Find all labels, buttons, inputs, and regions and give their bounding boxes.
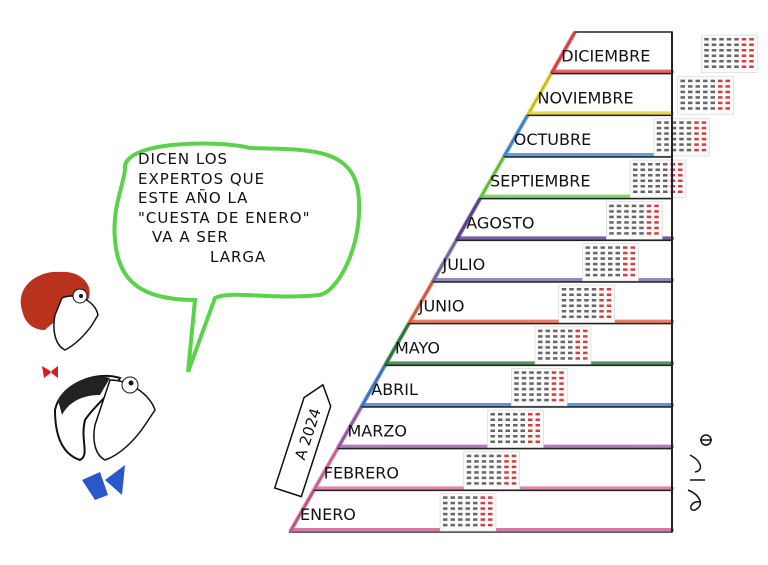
mini-calendar xyxy=(534,326,592,365)
month-label: SEPTIEMBRE xyxy=(490,172,591,191)
month-step: SEPTIEMBRE xyxy=(478,156,687,200)
mini-calendar xyxy=(439,493,497,532)
month-label: OCTUBRE xyxy=(514,130,591,149)
month-step: FEBRERO xyxy=(312,447,674,492)
mini-calendar xyxy=(558,284,615,323)
month-label: JUNIO xyxy=(418,297,465,316)
bubble-line: LARGA xyxy=(210,247,267,266)
month-step: JULIO xyxy=(430,239,674,283)
signature xyxy=(687,434,712,511)
bubble-line: DICEN LOS xyxy=(138,150,229,168)
month-label: ENERO xyxy=(300,505,356,524)
mini-calendar xyxy=(487,409,544,448)
month-label: FEBRERO xyxy=(324,463,399,482)
month-label: DICIEMBRE xyxy=(561,47,650,66)
month-step: DICIEMBRE xyxy=(549,31,758,75)
mini-calendar xyxy=(701,34,758,73)
bubble-line: "CUESTA DE ENERO" xyxy=(138,208,311,227)
bubble-line: VA A SER xyxy=(152,228,229,246)
speech-bubble xyxy=(112,141,362,373)
month-label: MAYO xyxy=(395,338,440,357)
month-step: MARZO xyxy=(335,406,674,450)
mini-calendar xyxy=(582,243,639,282)
speech-bubble-text: DICEN LOS EXPERTOS QUE ESTE AÑO LA "CUES… xyxy=(138,150,348,267)
bubble-line: EXPERTOS QUE xyxy=(138,169,266,188)
bubble-line: ESTE AÑO LA xyxy=(138,189,249,207)
month-step: NOVIEMBRE xyxy=(525,72,734,117)
character-woman xyxy=(20,271,99,378)
month-label: JULIO xyxy=(442,255,486,274)
mini-calendar xyxy=(677,76,734,115)
mini-calendar xyxy=(463,451,520,490)
mini-calendar xyxy=(511,368,568,407)
month-label: AGOSTO xyxy=(466,213,534,232)
mini-calendar xyxy=(629,159,687,198)
month-step: MAYO xyxy=(383,322,674,367)
character-man xyxy=(53,374,156,500)
month-label: MARZO xyxy=(348,422,407,441)
month-step: ENERO xyxy=(288,489,674,533)
month-step: JUNIO xyxy=(407,281,674,325)
month-label: NOVIEMBRE xyxy=(538,88,634,107)
month-label: ABRIL xyxy=(371,380,418,399)
month-step: OCTUBRE xyxy=(502,114,710,158)
mini-calendar xyxy=(606,201,663,240)
month-step: ABRIL xyxy=(359,364,674,408)
month-step: AGOSTO xyxy=(454,197,674,242)
month-staircase: DICIEMBRE NOVIEMBRE OCTUBRE SEPTIEMBRE AGOST… xyxy=(288,31,758,533)
mini-calendar xyxy=(653,118,710,157)
